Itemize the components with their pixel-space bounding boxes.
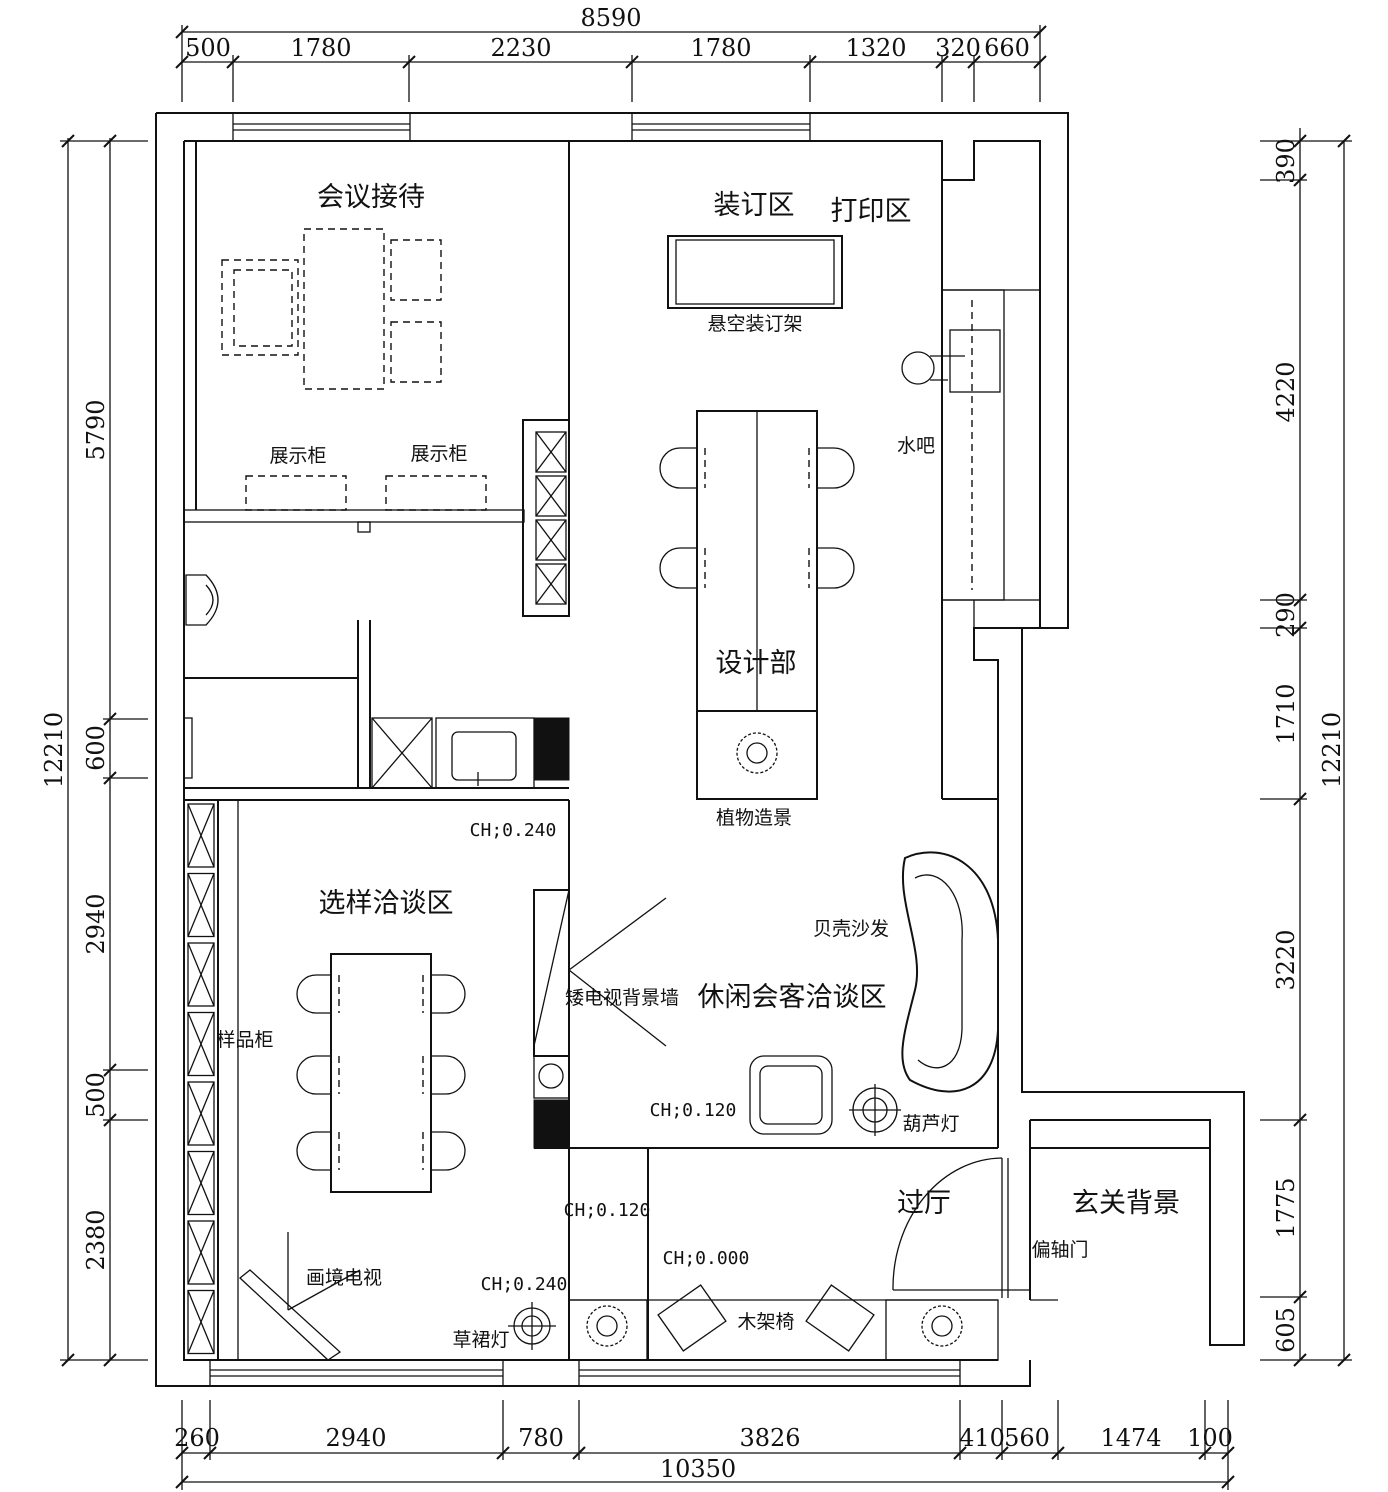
shell-sofa (901, 851, 999, 1093)
dim-left-2: 600 (82, 725, 110, 771)
top-dimensions: 8590 500 1780 2230 1780 1320 320 660 (175, 4, 1047, 102)
dim-top-4: 1780 (690, 34, 751, 62)
label-shell-sofa: 贝壳沙发 (813, 918, 889, 940)
ch-hall: CH;0.000 (663, 1248, 750, 1269)
walls (155, 112, 1245, 1387)
lounge-armchair (749, 1055, 833, 1135)
dim-left-4: 500 (82, 1072, 110, 1118)
label-frame-tv: 画境电视 (306, 1267, 382, 1289)
toilet (185, 574, 219, 626)
bottom-dimensions: 260 2940 780 3826 410 560 1474 100 10350 (174, 1400, 1235, 1490)
dim-bottom-1: 260 (174, 1424, 220, 1452)
dim-bottom-2: 2940 (325, 1424, 386, 1452)
room-sample: 选样洽谈区 (319, 888, 454, 919)
room-labels: 会议接待 装订区 打印区 设计部 选样洽谈区 休闲会客洽谈区 过厅 玄关背景 (317, 182, 1180, 1219)
design-desk (659, 410, 855, 800)
right-dimensions: 390 4220 290 1710 3220 1775 605 12210 (1260, 128, 1352, 1367)
dim-right-5: 3220 (1272, 929, 1300, 990)
label-binding-rack: 悬空装订架 (707, 313, 802, 335)
binding-rack (667, 235, 843, 309)
dim-top-2: 1780 (290, 34, 351, 62)
label-sample-cabinet: 样品柜 (216, 1029, 273, 1051)
dim-right-3: 290 (1272, 592, 1300, 638)
meeting-furniture (221, 228, 487, 511)
label-showcase-2: 展示柜 (410, 443, 467, 465)
pivot-door (892, 1157, 1030, 1298)
dim-bottom-7: 1474 (1100, 1424, 1161, 1452)
dim-top-5: 1320 (845, 34, 906, 62)
ch-lounge: CH;0.120 (650, 1100, 737, 1121)
dim-right-1: 390 (1272, 138, 1300, 184)
room-lounge: 休闲会客洽谈区 (698, 982, 887, 1013)
ceiling-height-labels: CH;0.240 CH;0.120 CH;0.120 CH;0.000 CH;0… (470, 820, 750, 1295)
dim-top-total: 8590 (580, 4, 641, 32)
dim-right-7: 605 (1272, 1307, 1300, 1353)
label-gourd-lamp: 葫芦灯 (902, 1113, 959, 1135)
room-design: 设计部 (716, 648, 797, 679)
ch-sample: CH;0.240 (470, 820, 557, 841)
gourd-lamp (849, 1084, 901, 1136)
storage-cabinet (522, 419, 570, 617)
label-skirt-lamp: 草裙灯 (452, 1329, 509, 1351)
kitchenette (371, 717, 570, 789)
dim-right-total: 12210 (1318, 712, 1346, 788)
dim-left-5: 2380 (82, 1209, 110, 1270)
ch-corner: CH;0.240 (481, 1274, 568, 1295)
room-binding: 装订区 (714, 190, 795, 221)
label-plant: 植物造景 (716, 807, 792, 829)
frame-tv (239, 1232, 361, 1361)
dim-right-4: 1710 (1272, 683, 1300, 744)
wood-chairs (657, 1284, 875, 1352)
hall-plants (568, 1299, 999, 1361)
sample-cabinet (183, 799, 239, 1361)
dim-left-1: 5790 (82, 399, 110, 460)
sample-table (296, 953, 466, 1193)
ch-left-hall: CH;0.120 (564, 1200, 651, 1221)
room-entrance: 玄关背景 (1072, 1188, 1180, 1219)
label-wood-chair: 木架椅 (737, 1311, 794, 1333)
dim-left-total: 12210 (40, 712, 68, 788)
dim-top-6: 320 (935, 34, 981, 62)
room-hall: 过厅 (897, 1188, 951, 1219)
dim-bottom-total: 10350 (660, 1455, 736, 1483)
dim-bottom-6: 560 (1004, 1424, 1050, 1452)
dim-top-1: 500 (185, 34, 231, 62)
dim-top-7: 660 (984, 34, 1030, 62)
furniture-labels: 悬空装订架 展示柜 展示柜 水吧 植物造景 贝壳沙发 矮电视背景墙 样品柜 葫芦… (216, 313, 1088, 1351)
label-showcase-1: 展示柜 (269, 445, 326, 467)
label-pivot-door: 偏轴门 (1031, 1239, 1088, 1261)
dim-right-2: 4220 (1272, 361, 1300, 422)
left-dimensions: 12210 5790 600 2940 500 2380 (40, 134, 148, 1367)
label-water-bar: 水吧 (897, 435, 935, 457)
skirt-lamp (508, 1302, 556, 1350)
label-tv-wall: 矮电视背景墙 (565, 987, 679, 1009)
water-bar (901, 289, 1041, 628)
dim-right-6: 1775 (1272, 1177, 1300, 1238)
dim-bottom-5: 410 (959, 1424, 1005, 1452)
dim-top-3: 2230 (490, 34, 551, 62)
room-meeting: 会议接待 (317, 182, 425, 213)
dim-left-3: 2940 (82, 893, 110, 954)
low-tv-wall (533, 889, 667, 1149)
dim-bottom-4: 3826 (739, 1424, 800, 1452)
room-print: 打印区 (831, 196, 912, 227)
dim-bottom-3: 780 (518, 1424, 564, 1452)
dim-bottom-8: 100 (1187, 1424, 1233, 1452)
